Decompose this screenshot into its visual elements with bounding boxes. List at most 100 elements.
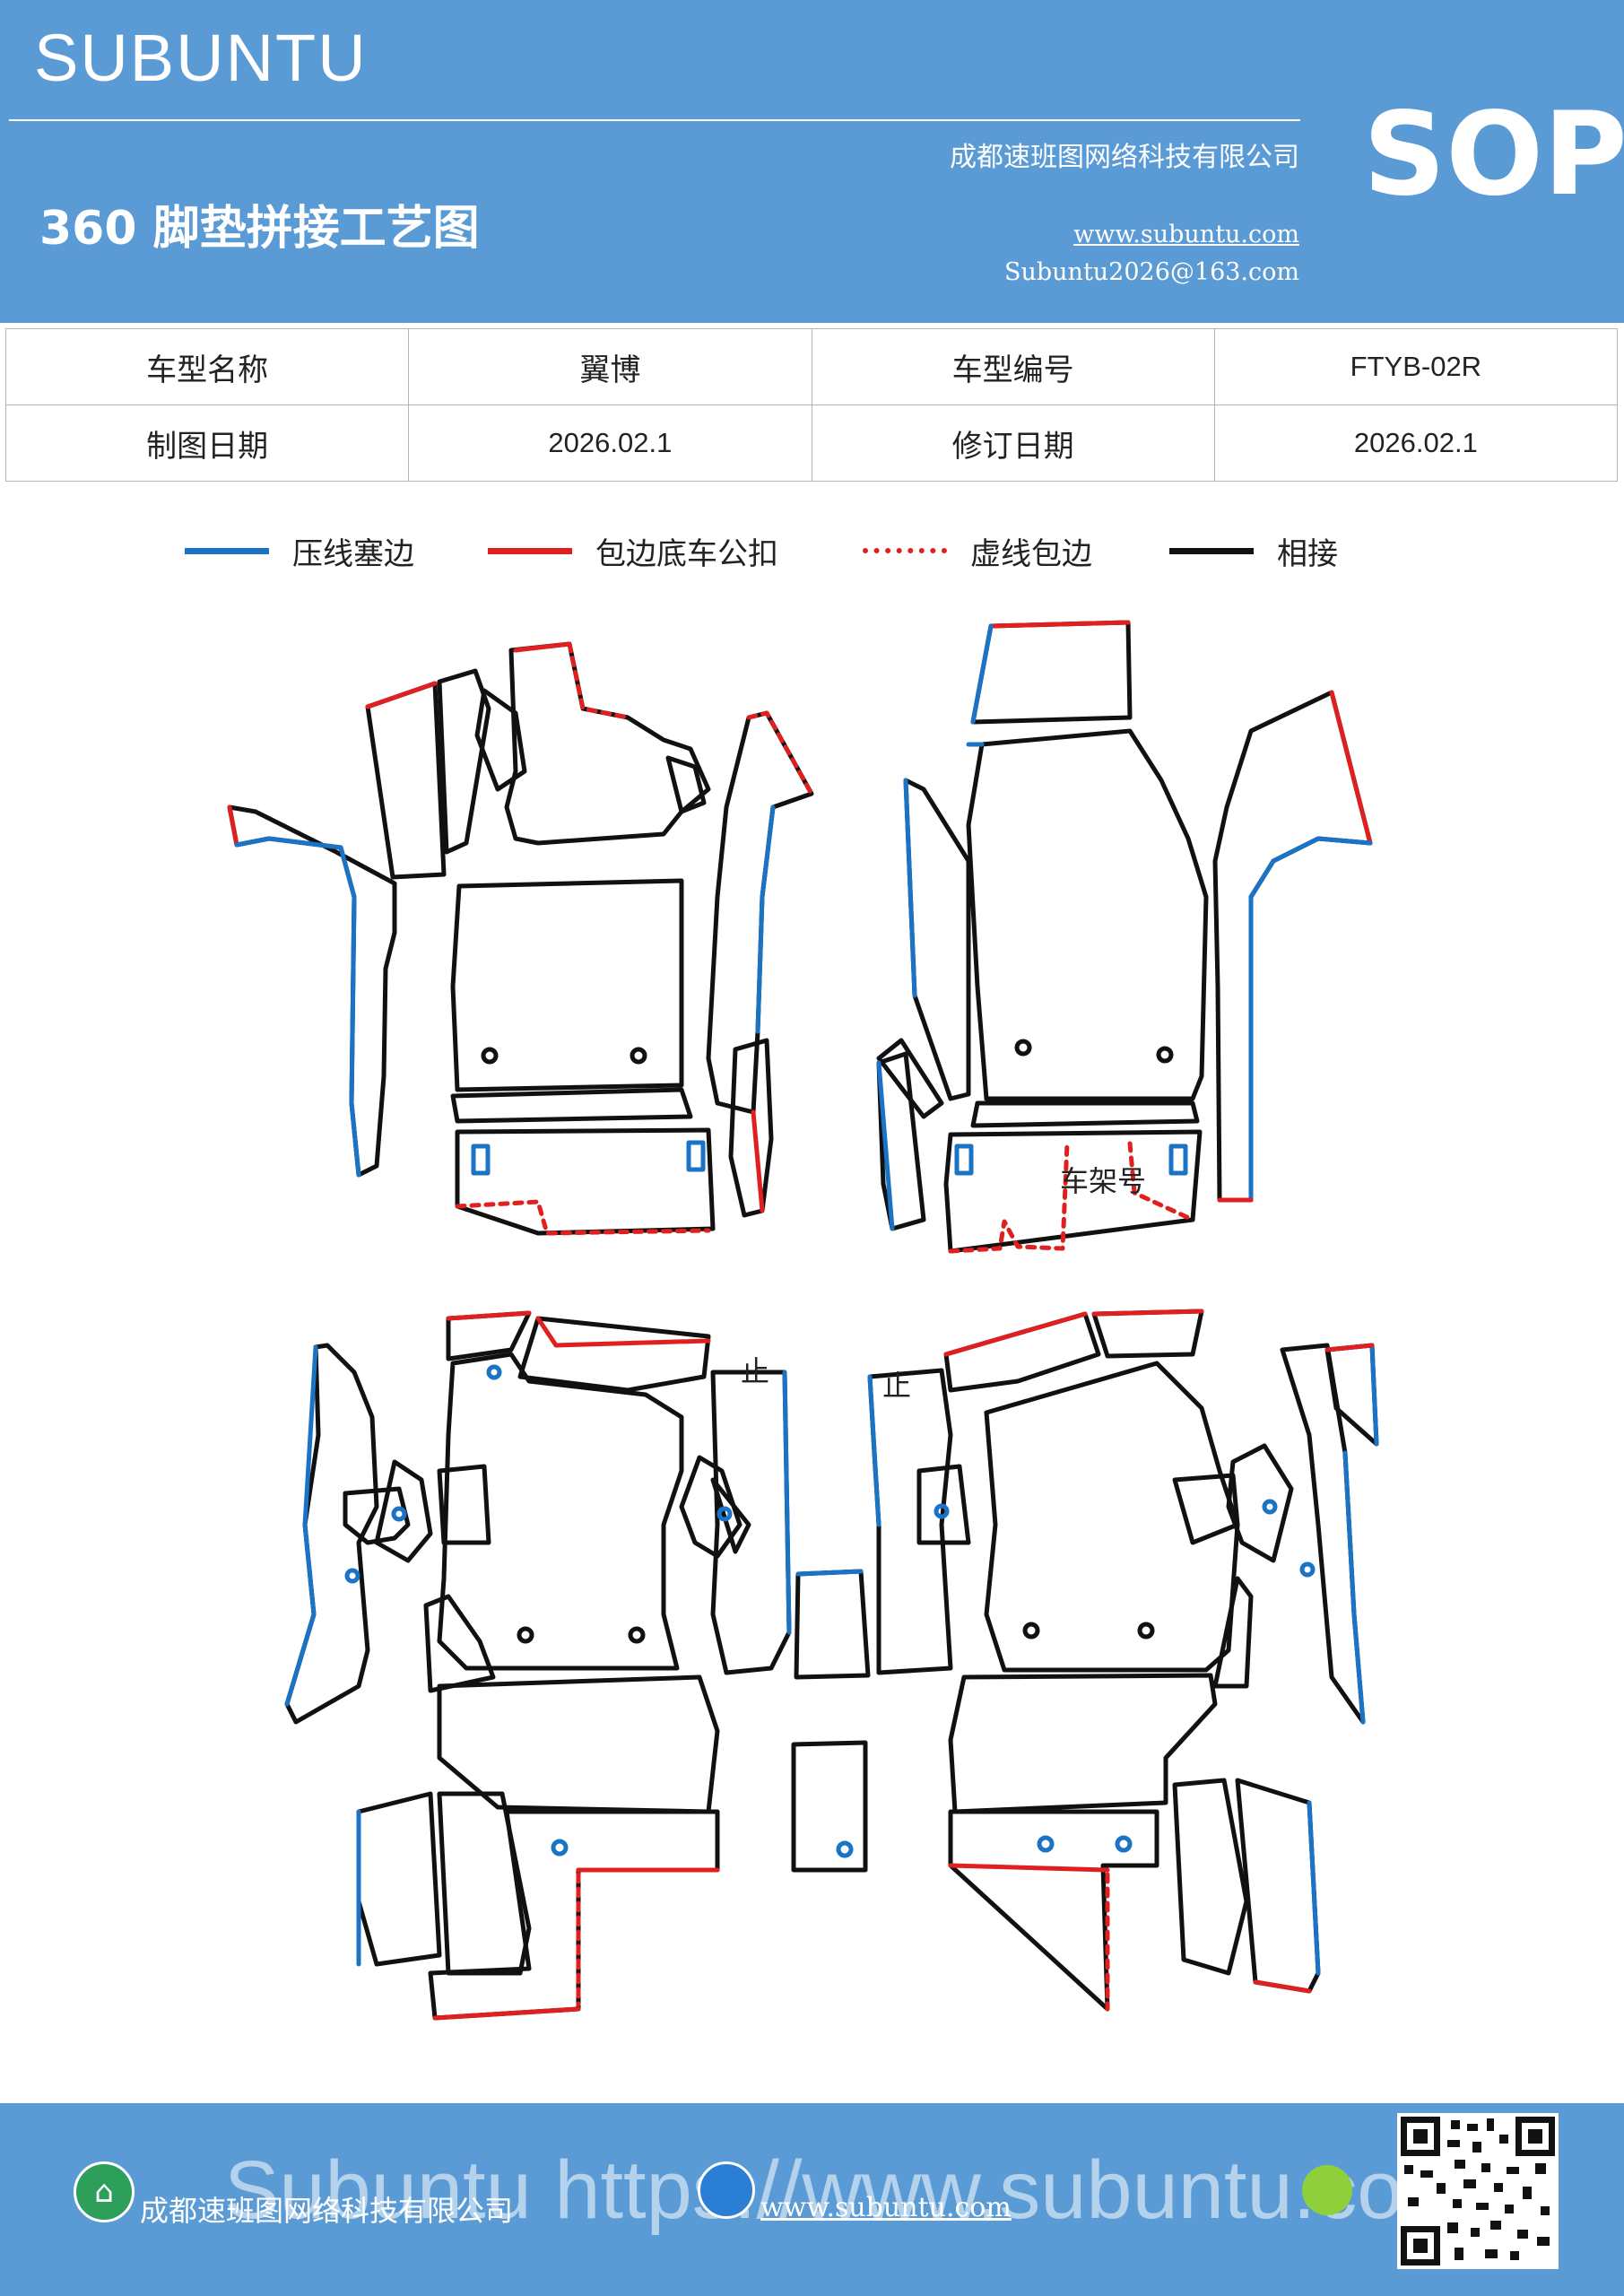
mat-piece <box>450 878 684 1092</box>
label-cell: 车型名称 <box>4 328 410 405</box>
mat-piece <box>437 1464 491 1545</box>
edge-red <box>513 641 572 653</box>
clip-hole <box>1037 1835 1055 1853</box>
fastener-hole <box>1156 1046 1174 1064</box>
value-cell: 翼博 <box>408 328 812 405</box>
clip-hole <box>391 1506 407 1522</box>
mat-piece <box>227 804 397 1178</box>
edge-red <box>1091 1309 1204 1317</box>
mat-piece <box>1172 1778 1249 1976</box>
mat-piece <box>948 1673 1218 1814</box>
sop-badge: SOP <box>1363 88 1624 222</box>
clip-hole <box>344 1568 360 1584</box>
mat-piece <box>1235 1778 1321 1994</box>
edge-red <box>1329 690 1373 846</box>
value-cell: FTYB-02R <box>1213 328 1619 405</box>
edge-red <box>535 1316 711 1348</box>
legend-swatch-red <box>488 547 572 554</box>
website-link[interactable]: www.subuntu.com <box>1073 221 1299 248</box>
edge-blue <box>795 1569 864 1577</box>
mat-piece <box>943 1311 1101 1393</box>
android-icon <box>1302 2165 1352 2215</box>
edge-red <box>432 2006 581 2021</box>
mat-piece <box>970 620 1133 725</box>
mat-piece <box>728 1038 774 1218</box>
mat-piece <box>446 1310 532 1361</box>
fastener-hole <box>1014 1039 1032 1057</box>
front-left-edges <box>227 641 814 1236</box>
vehicle-info-table: 车型名称 翼博 车型编号 FTYB-02R 制图日期 2026.02.1 修订日… <box>4 328 1619 482</box>
legend-item-joint: 相接 <box>1169 524 1338 578</box>
legend-item-dashed-edge: 虚线包边 <box>863 524 1092 578</box>
edge-red <box>1324 1343 1375 1352</box>
edge-blue <box>755 804 776 1034</box>
edge-blue <box>782 1370 792 1635</box>
globe-icon <box>698 2161 755 2219</box>
edge-blue <box>867 1374 881 1527</box>
mat-piece <box>791 1740 868 1873</box>
mat-piece <box>867 1368 953 1675</box>
mat-piece <box>1212 1576 1254 1689</box>
mat-piece <box>943 1129 1203 1254</box>
edge-blue <box>970 623 994 725</box>
edge-blue <box>284 1344 318 1707</box>
mat-piece <box>504 641 711 846</box>
email-address[interactable]: Subuntu2026@163.com <box>1004 258 1299 286</box>
edge-blue <box>1307 1800 1321 1976</box>
clip-hole <box>1115 1835 1133 1853</box>
document-title: 360 脚垫拼接工艺图 <box>39 202 480 256</box>
building-icon: ⌂ <box>74 2161 135 2222</box>
frame-number-label: 车架号 <box>1060 1164 1146 1198</box>
clip-hole <box>486 1364 502 1380</box>
header-banner <box>0 0 1624 323</box>
legend-item-edge-buckle: 包边底车公扣 <box>488 524 778 578</box>
clip-hole <box>1299 1561 1316 1578</box>
mat-piece <box>916 1464 971 1545</box>
legend-item-press-line: 压线塞边 <box>185 524 414 578</box>
edge-blue <box>1248 836 1373 1203</box>
mat-piece <box>437 1352 684 1671</box>
front-right-mats <box>876 620 1373 1254</box>
edge-red-dashed <box>455 1199 711 1236</box>
edge-red-dashed <box>746 710 814 796</box>
mat-piece <box>455 1127 716 1236</box>
value-cell: 2026.02.1 <box>408 404 812 482</box>
footer-website-link[interactable]: www.subuntu.com <box>760 2192 1012 2223</box>
mat-piece <box>356 1791 442 1967</box>
legend-swatch-red-dashed <box>863 548 947 553</box>
mat-piece <box>428 1809 720 2021</box>
qr-code[interactable] <box>1397 2113 1559 2269</box>
mat-piece <box>1226 1443 1294 1563</box>
edge-red <box>943 1311 1088 1357</box>
rear-edges <box>284 1309 1379 2021</box>
label-cell: 制图日期 <box>4 404 410 482</box>
fastener-hole <box>481 1047 499 1065</box>
mat-piece <box>517 1316 711 1393</box>
mat-piece <box>665 755 707 814</box>
fastener-hole <box>1022 1622 1040 1639</box>
value-cell: 2026.02.1 <box>1213 404 1619 482</box>
stop-mark: 止 <box>741 1354 769 1388</box>
mat-piece <box>374 1459 433 1563</box>
edge-red <box>988 620 1131 629</box>
fastener-hole <box>517 1626 534 1644</box>
clip-hole <box>716 1506 733 1522</box>
clip-hole <box>1262 1499 1278 1515</box>
mat-piece <box>365 681 447 880</box>
legend-swatch-black <box>1169 547 1254 554</box>
edge-red-dashed <box>948 1141 1195 1254</box>
clip-slot <box>1168 1144 1188 1176</box>
label-cell: 修订日期 <box>811 404 1215 482</box>
edge-blue <box>876 1060 895 1231</box>
mat-piece <box>710 1477 751 1554</box>
header-divider <box>9 119 1300 121</box>
edge-blue <box>1342 1450 1366 1725</box>
edge-red-dashed <box>567 641 630 720</box>
edge-red <box>751 1109 765 1213</box>
mat-piece <box>876 1051 926 1231</box>
clip-slot <box>686 1140 706 1172</box>
mat-piece <box>903 778 971 1101</box>
footer-company-name: 成都速班图网络科技有限公司 <box>140 2194 514 2228</box>
fastener-hole <box>1137 1622 1155 1639</box>
